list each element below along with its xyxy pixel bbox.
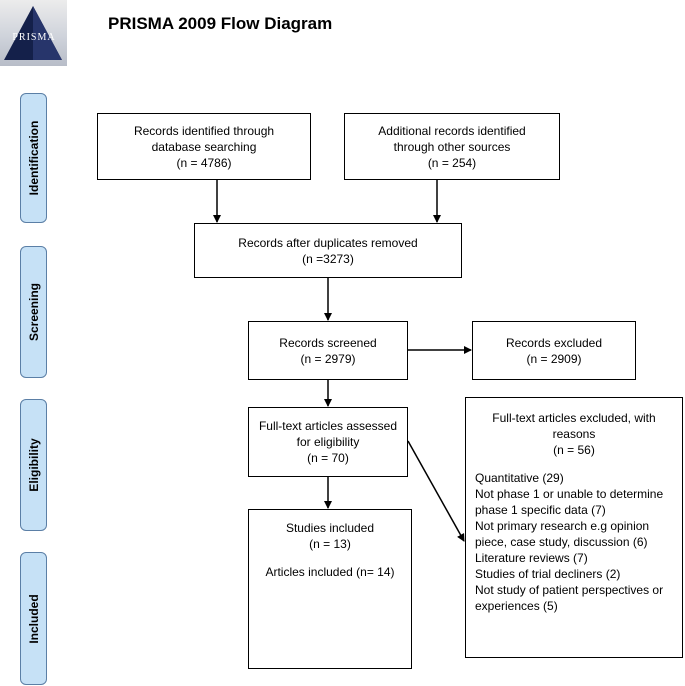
excluded-box: Records excluded (n = 2909) xyxy=(472,321,636,380)
records-identified-line1: Records identified through xyxy=(133,123,275,138)
additional-records-box: Additional records identified through ot… xyxy=(344,113,560,180)
additional-records-line2: through other sources xyxy=(393,139,511,154)
prisma-logo: PRISMA xyxy=(0,0,67,66)
after-duplicates-box: Records after duplicates removed (n =327… xyxy=(194,223,462,278)
fulltext-assessed-box: Full-text articles assessed for eligibil… xyxy=(248,407,408,477)
fulltext-assessed-line2: for eligibility xyxy=(296,435,360,449)
studies-included-label: Studies included xyxy=(285,521,375,535)
records-identified-line2: database searching xyxy=(151,139,257,154)
fulltext-excluded-header: Full-text articles excluded, with reason… xyxy=(466,410,682,458)
phase-identification: Identification xyxy=(20,93,47,223)
additional-records-line1: Additional records identified xyxy=(378,123,526,138)
exclusion-reason: Literature reviews (7) xyxy=(475,551,588,565)
arrow-fulltext-to-fulltext-excluded xyxy=(407,440,465,542)
pyramid-icon xyxy=(4,6,62,60)
fulltext-excluded-box: Full-text articles excluded, with reason… xyxy=(465,397,683,658)
excluded-line1: Records excluded xyxy=(505,335,603,350)
screened-line1: Records screened xyxy=(279,335,377,350)
logo-text: PRISMA xyxy=(12,32,56,43)
exclusion-reason: Studies of trial decliners (2) xyxy=(475,567,621,581)
included-box: Studies included (n = 13) Articles inclu… xyxy=(248,509,412,669)
screened-box: Records screened (n = 2979) xyxy=(248,321,408,380)
records-identified-count: (n = 4786) xyxy=(176,155,232,170)
articles-included: Articles included (n= 14) xyxy=(265,565,395,579)
phase-eligibility: Eligibility xyxy=(20,399,47,531)
fulltext-assessed-line1: Full-text articles assessed xyxy=(258,419,398,433)
records-identified-box: Records identified through database sear… xyxy=(97,113,311,180)
phase-included: Included xyxy=(20,552,47,685)
excluded-count: (n = 2909) xyxy=(526,351,582,366)
fulltext-assessed-count: (n = 70) xyxy=(307,451,349,465)
fulltext-excluded-count: (n = 56) xyxy=(553,443,595,457)
fulltext-excluded-line1: Full-text articles excluded, with xyxy=(492,411,656,425)
after-duplicates-count: (n =3273) xyxy=(302,251,354,266)
screened-count: (n = 2979) xyxy=(300,351,356,366)
phase-screening: Screening xyxy=(20,246,47,378)
exclusion-reason: Not study of patient perspectives or exp… xyxy=(475,583,664,613)
exclusion-reason: Not primary research e.g opinion piece, … xyxy=(475,519,650,549)
studies-included-count: (n = 13) xyxy=(309,537,351,551)
exclusion-reason: Quantitative (29) xyxy=(475,471,564,485)
exclusion-reason: Not phase 1 or unable to determine phase… xyxy=(475,487,664,517)
page-title: PRISMA 2009 Flow Diagram xyxy=(108,14,333,33)
after-duplicates-line1: Records after duplicates removed xyxy=(238,235,418,250)
additional-records-count: (n = 254) xyxy=(427,155,477,170)
fulltext-excluded-line2: reasons xyxy=(552,427,596,441)
